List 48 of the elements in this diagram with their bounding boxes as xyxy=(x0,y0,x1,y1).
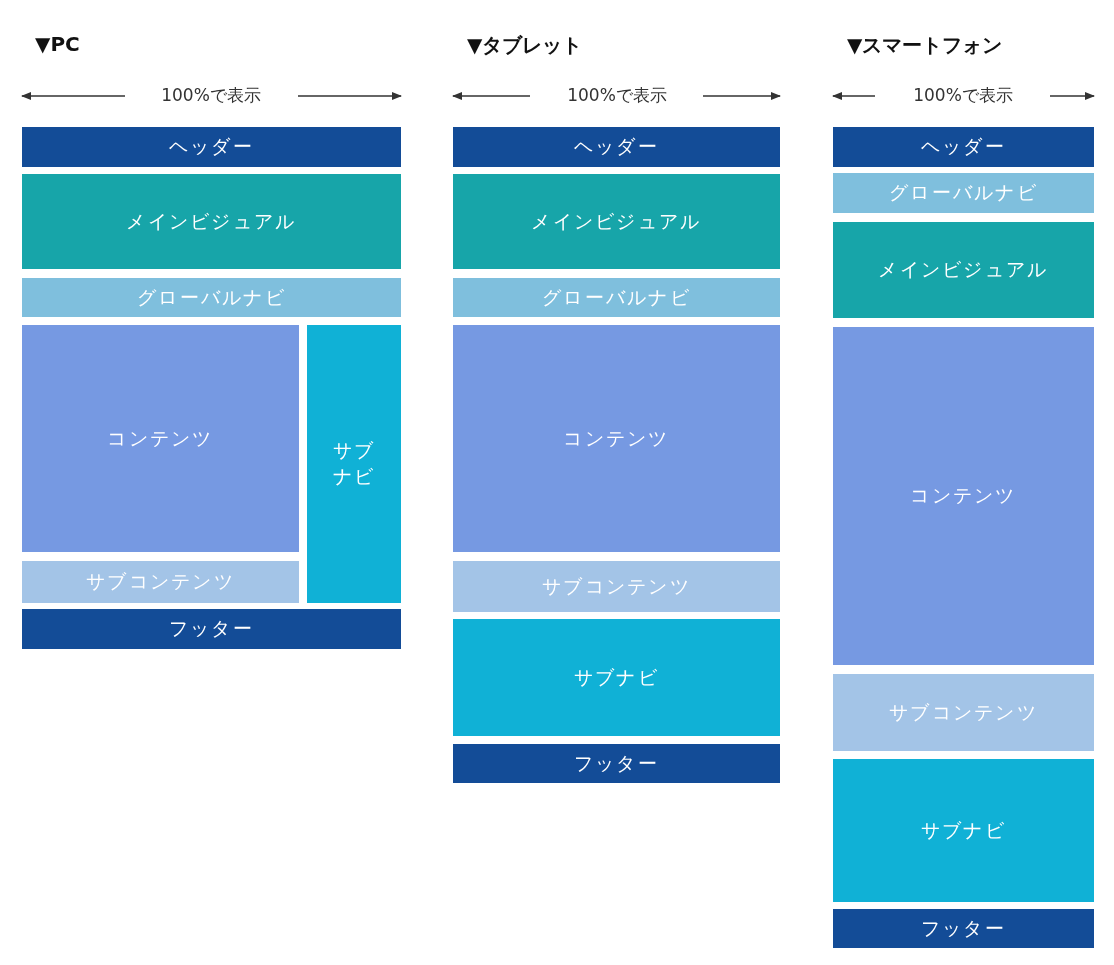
block-label: コンテンツ xyxy=(910,483,1017,508)
header-bar xyxy=(453,744,780,783)
column-heading: ▼タブレット xyxy=(467,32,583,59)
content-block xyxy=(453,325,780,552)
navigation-bar xyxy=(453,278,780,317)
sub-navigation-block xyxy=(833,759,1094,902)
column-heading: ▼スマートフォン xyxy=(847,32,1003,59)
block-label: フッター xyxy=(573,750,660,776)
navigation-bar xyxy=(833,173,1094,213)
sub-navigation-block xyxy=(307,325,401,603)
block-label: サブコンテンツ xyxy=(542,573,691,599)
header-bar xyxy=(833,909,1094,948)
main-visual-block xyxy=(833,222,1094,318)
header-bar xyxy=(22,127,401,167)
block-label: フッター xyxy=(168,616,255,641)
main-visual-block xyxy=(22,174,401,269)
block-label: ヘッダー xyxy=(573,134,660,159)
block-label: サブナビ xyxy=(573,664,660,690)
block-label: サブコンテンツ xyxy=(889,699,1038,725)
header-bar xyxy=(22,609,401,649)
sub-content-block xyxy=(453,561,780,612)
block-label: サブコンテンツ xyxy=(86,569,235,594)
block-label: フッター xyxy=(920,915,1007,941)
column-heading: ▼PC xyxy=(35,32,80,56)
block-label: メインビジュアル xyxy=(126,208,297,234)
main-visual-block xyxy=(453,174,780,269)
navigation-bar xyxy=(22,278,401,317)
block-label: メインビジュアル xyxy=(531,208,702,234)
block-label: コンテンツ xyxy=(563,425,670,451)
block-label: メインビジュアル xyxy=(878,257,1049,282)
block-label: ヘッダー xyxy=(920,134,1007,159)
width-label: 100%で表示 xyxy=(913,84,1013,107)
content-block xyxy=(22,325,299,552)
width-label: 100%で表示 xyxy=(161,84,261,107)
sub-navigation-block xyxy=(453,619,780,736)
block-label: サブナビ xyxy=(920,817,1007,843)
block-label: グローバルナビ xyxy=(542,284,691,310)
content-block xyxy=(833,327,1094,665)
block-label: コンテンツ xyxy=(107,425,214,451)
block-label: ヘッダー xyxy=(168,134,255,159)
sub-content-block xyxy=(22,561,299,603)
block-label: グローバルナビ xyxy=(889,180,1038,205)
block-label: サブナビ xyxy=(331,438,377,489)
block-label: グローバルナビ xyxy=(137,284,286,310)
header-bar xyxy=(833,127,1094,167)
width-label: 100%で表示 xyxy=(567,84,667,107)
header-bar xyxy=(453,127,780,167)
sub-content-block xyxy=(833,674,1094,751)
